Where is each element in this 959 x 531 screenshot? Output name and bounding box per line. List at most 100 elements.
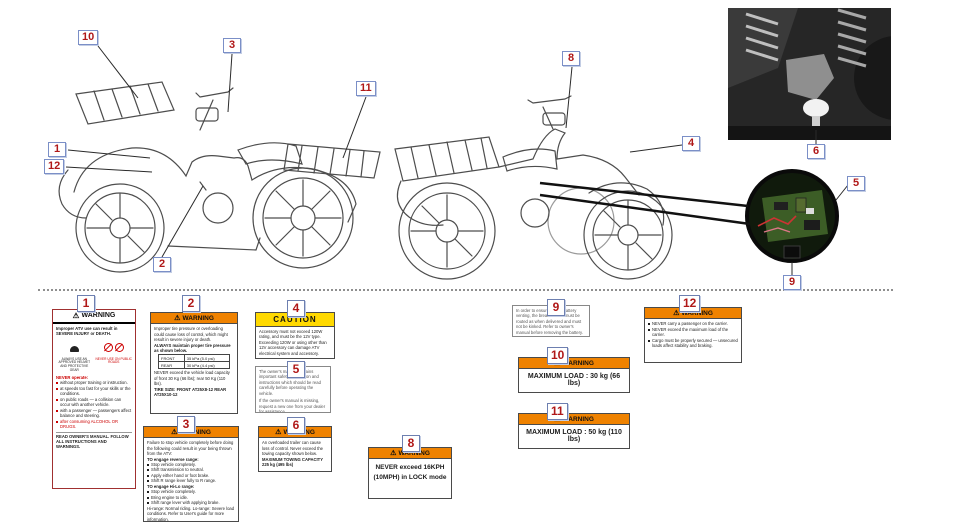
- atv-front-view-drawing: [58, 81, 381, 273]
- label8-header: WARNING: [398, 449, 430, 457]
- callout-1: 1: [48, 142, 66, 157]
- shift-lever: [199, 181, 207, 191]
- breather-component: [783, 245, 801, 259]
- sheet-badge-5: 5: [287, 361, 305, 378]
- handlebar: [527, 95, 572, 130]
- atv-right-illustration: [385, 75, 705, 300]
- warning-label-10: ⚠ WARNING MAXIMUM LOAD : 30 kg (66 lbs): [518, 357, 630, 393]
- warning-label-1: ⚠ WARNING Improper ATV use can result in…: [52, 309, 136, 489]
- label3-outro: Hi-range: Normal riding. Lo-range: Sever…: [147, 505, 235, 522]
- warning-triangle-icon: ⚠: [171, 427, 178, 436]
- highlight-component: [803, 99, 829, 117]
- pink-wire: [763, 227, 791, 233]
- helmet-icon: [69, 345, 79, 352]
- label3-reverse-list: Stop vehicle completely. Shift transmiss…: [147, 462, 235, 484]
- front-rack: [75, 81, 175, 125]
- circuit-detail-inset: [744, 168, 840, 264]
- suspension-photo: [728, 8, 891, 140]
- label10-body: MAXIMUM LOAD : 30 kg (66 lbs): [527, 373, 621, 388]
- label6-body: An overloaded trailer can cause loss of …: [262, 440, 323, 457]
- rear-wheel: [398, 182, 496, 280]
- rear-rack: [283, 143, 381, 179]
- label11-body: MAXIMUM LOAD : 50 kg (110 lbs): [526, 429, 622, 444]
- label1-footer: READ OWNER'S MANUAL. FOLLOW ALL INSTRUCT…: [56, 431, 132, 450]
- callout-8: 8: [562, 51, 580, 66]
- sheet-badge-11: 11: [547, 403, 568, 420]
- sheet-badge-1: 1: [77, 295, 95, 312]
- warning-label-12: ⚠ WARNING NEVER carry a passenger on the…: [644, 307, 742, 363]
- label5-body2: If the owner's manual is missing, reques…: [259, 398, 326, 413]
- warning-triangle-icon: ⚠: [174, 313, 181, 322]
- sheet-badge-4: 4: [287, 300, 305, 317]
- label3-header: WARNING: [179, 428, 211, 436]
- coil-spring-left: [745, 12, 779, 62]
- seat: [237, 142, 303, 165]
- label3-intro: Failure to stop vehicle completely befor…: [147, 440, 234, 457]
- label4-header: CAUTION: [273, 315, 317, 324]
- label1-never-heading: NEVER operate:: [56, 374, 89, 380]
- sheet-badge-10: 10: [547, 347, 569, 364]
- warning-triangle-icon: ⚠: [673, 308, 680, 317]
- callout-10: 10: [78, 30, 99, 45]
- label10-header: WARNING: [562, 359, 594, 367]
- label12-list: NEVER carry a passenger on the carrier. …: [648, 321, 738, 348]
- label8-line1: NEVER exceed 16KPH: [375, 464, 445, 472]
- body-outline: [73, 147, 357, 223]
- label4-body: Accessory must not exceed 120W rating, a…: [259, 329, 327, 356]
- label1-never-list: without proper training or instruction. …: [56, 380, 132, 429]
- callout-4: 4: [682, 136, 700, 151]
- coil-spring-right: [837, 8, 867, 68]
- front-wheel: [583, 190, 673, 280]
- label6-bold: MAXIMUM TOWING CAPACITY 225 kg (495 lbs): [262, 456, 323, 467]
- callout-6: 6: [807, 144, 825, 159]
- label2-p2: ALWAYS maintain proper tire pressure as …: [154, 342, 231, 353]
- engine: [202, 192, 234, 224]
- sheet-badge-9: 9: [547, 299, 565, 316]
- atv-left-illustration: [50, 50, 400, 295]
- front-wheel: [75, 183, 165, 273]
- sheet-badge-8: 8: [402, 435, 420, 452]
- sheet-badge-3: 3: [177, 416, 195, 433]
- seat: [502, 148, 558, 172]
- prohibition-icon: [103, 342, 113, 352]
- callout-12: 12: [44, 159, 65, 174]
- label2-tire-size: TIRE SIZE: FRONT AT25X8-12 REAR AT25X10-…: [154, 386, 227, 398]
- label1-never-caption: NEVER USE ON PUBLIC ROADS: [95, 356, 133, 365]
- warning-triangle-icon: ⚠: [275, 427, 282, 436]
- label1-header: WARNING: [81, 312, 116, 320]
- rear-rack: [394, 136, 500, 182]
- sheet-badge-2: 2: [182, 295, 200, 312]
- footboard: [167, 237, 261, 251]
- sheet-badge-12: 12: [679, 295, 701, 312]
- sheet-badge-6: 6: [287, 417, 305, 434]
- front-fender: [588, 182, 665, 226]
- section-divider: [38, 289, 893, 291]
- label1-title: Improper ATV use can result in SEVERE IN…: [56, 325, 118, 337]
- callout-2: 2: [153, 257, 171, 272]
- suspension-photo-inset: [728, 8, 891, 140]
- prohibition-icon: [114, 342, 124, 352]
- warning-triangle-icon: ⚠: [72, 311, 80, 320]
- label11-header: WARNING: [562, 415, 594, 423]
- label2-p1: Improper tire pressure or overloading co…: [154, 326, 228, 343]
- label12-header: WARNING: [681, 309, 713, 317]
- warning-triangle-icon: ⚠: [390, 448, 397, 457]
- warning-label-3: ⚠ WARNING Failure to stop vehicle comple…: [143, 426, 239, 522]
- label2-p3: NEVER exceed the vehicle load capacity o…: [154, 370, 230, 387]
- label1-always-caption: ALWAYS USE AN APPROVED HELMET AND PROTEC…: [58, 356, 91, 373]
- warning-label-8: ⚠ WARNING NEVER exceed 16KPH (10MPH) in …: [368, 447, 452, 499]
- label3-reverse-heading: TO engage reverse range:: [147, 456, 199, 462]
- red-wire: [757, 215, 797, 227]
- tail-fender: [396, 180, 444, 226]
- front-bumper: [58, 169, 87, 219]
- label2-header: WARNING: [182, 314, 214, 322]
- label8-line2: (10MPH) in LOCK mode: [373, 473, 447, 481]
- label3-hilo-heading: TO engage Hi-Lo range:: [147, 483, 195, 489]
- rear-wheel: [252, 167, 354, 269]
- callout-3: 3: [223, 38, 241, 53]
- handlebar: [195, 87, 234, 131]
- callout-5: 5: [847, 176, 865, 191]
- machined-part: [786, 54, 834, 100]
- caution-label-4: CAUTION Accessory must not exceed 120W r…: [255, 312, 335, 359]
